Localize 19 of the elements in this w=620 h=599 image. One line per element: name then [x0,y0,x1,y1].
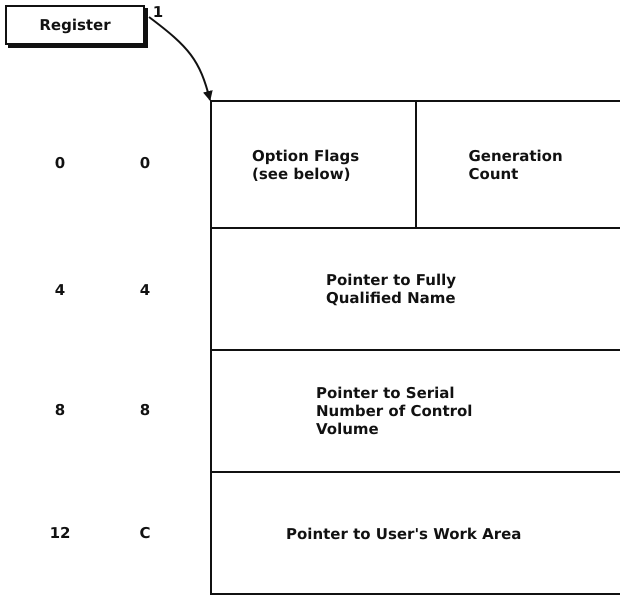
control-block [210,100,620,595]
register-box [5,5,145,45]
field-text: Register [39,16,111,34]
offset-number: 0 [54,154,66,172]
callout-number: 1 [152,3,164,21]
offset-number: 12 [50,524,70,542]
field-text: Generation Count [468,146,564,182]
offset-number: 8 [54,401,66,419]
offset-number: 8 [140,401,150,419]
offset-number: C [140,524,150,542]
field-text: Pointer to Fully Qualified Name [326,271,458,307]
field-cell [212,102,417,229]
arrow [148,16,212,101]
offset-number: 4 [54,281,66,299]
field-text: Pointer to Serial Number of Control Volume [316,384,474,438]
offset-number: 4 [140,281,150,299]
offset-number: 0 [140,154,150,172]
field-text: Option Flags (see below) [252,146,360,182]
field-text: Pointer to User's Work Area [286,525,522,543]
